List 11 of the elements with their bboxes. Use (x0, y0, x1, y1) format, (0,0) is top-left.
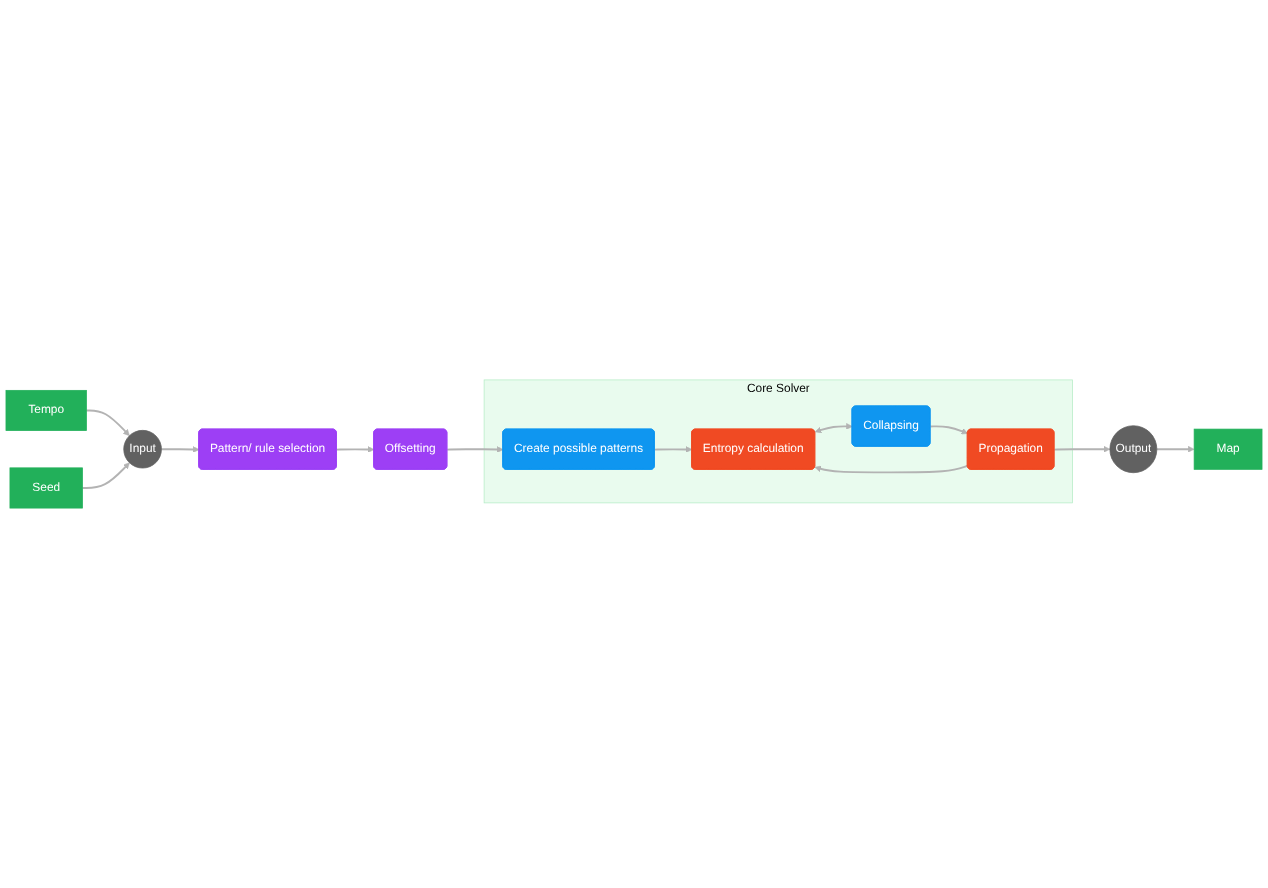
arrow (653, 446, 693, 453)
arrow (1155, 445, 1195, 453)
arrow (81, 462, 130, 489)
arrow (1053, 445, 1111, 453)
arrow (335, 446, 375, 453)
arrow (160, 446, 200, 453)
arrow (814, 464, 969, 474)
arrow (929, 425, 968, 435)
arrow (85, 409, 130, 436)
arrow (814, 423, 853, 434)
arrow (446, 446, 504, 453)
